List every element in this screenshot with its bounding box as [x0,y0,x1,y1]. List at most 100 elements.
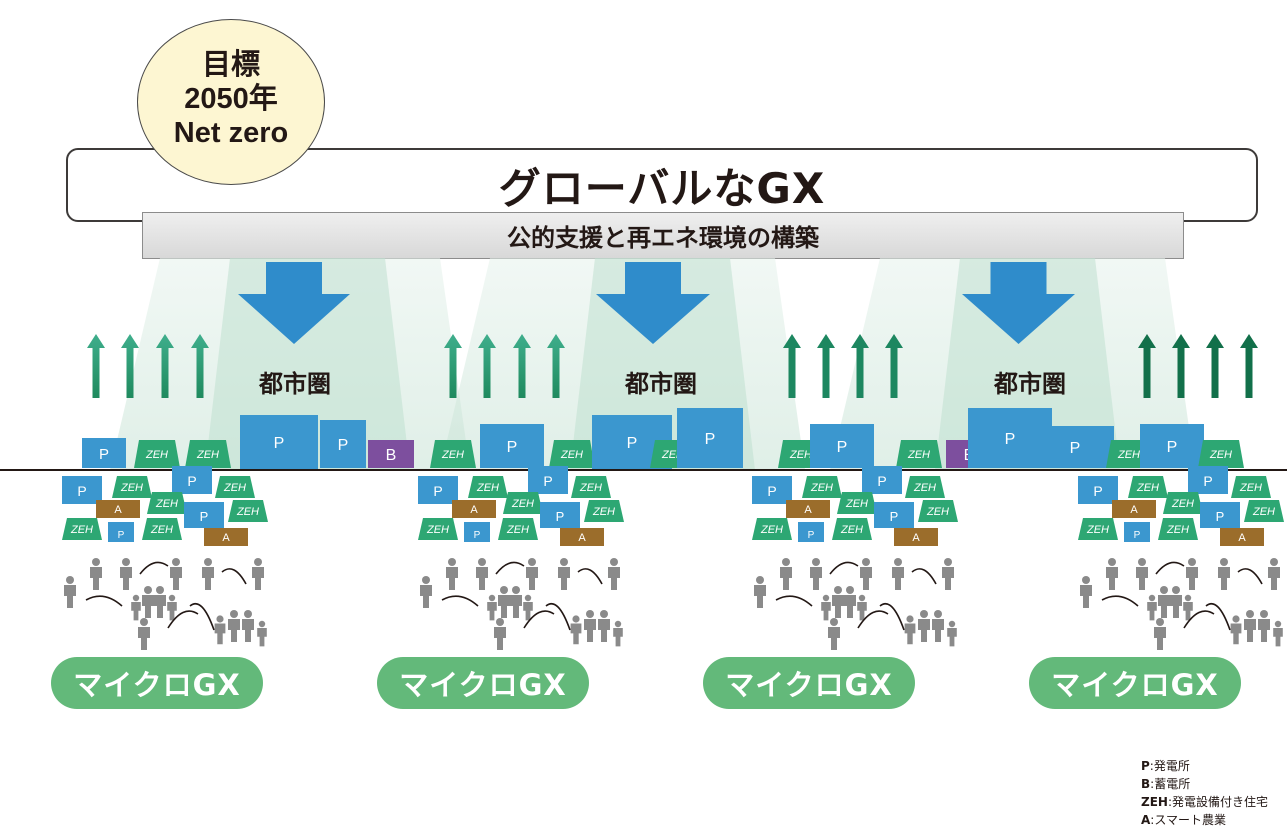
storage-icon-label: B [386,447,397,464]
power-plant-icon [82,438,126,468]
zeh-house-icon-label: ZEH [760,524,783,536]
zeh-house-icon-label: ZEH [907,449,930,461]
storage-icon [368,440,414,468]
person-icon [1147,594,1157,621]
up-arrow [87,334,105,398]
exchange-arrow [911,568,937,585]
exchange-arrow [829,561,859,575]
smart-agriculture-icon [452,500,496,518]
zeh-house-icon [1128,476,1168,498]
zeh-house-icon [215,476,255,498]
exchange-arrow [775,595,813,607]
power-plant-icon-label: P [705,431,716,448]
up-arrow [547,334,565,398]
exchange-arrow [1155,561,1185,575]
smart-agriculture-icon [96,500,140,518]
legend-item-zeh: ZEH:発電設備付き住宅 [1141,795,1269,809]
zeh-house-icon [185,440,231,468]
zeh-house-icon-label: ZEH [511,498,534,510]
exchange-arrow [545,602,571,631]
up-arrow [444,334,462,398]
person-icon [1080,576,1092,608]
zeh-house-icon-label: ZEH [236,506,259,518]
power-plant-icon-label: P [877,473,886,489]
power-plant-icon [1124,522,1150,542]
power-plant-icon-label: P [274,435,285,452]
person-icon [1136,558,1148,590]
power-plant-icon [480,424,544,468]
zeh-house-icon-label: ZEH [1117,449,1140,461]
zeh-house-icon-label: ZEH [196,449,219,461]
person-icon [828,618,840,650]
power-plant-icon-label: P [118,530,125,541]
smart-agriculture-icon [894,528,938,546]
exchange-arrow [441,595,479,607]
power-plant-icon-label: P [1134,530,1141,541]
zeh-house-icon [1163,492,1203,514]
person-icon [810,558,822,590]
zeh-house-icon [1198,440,1244,468]
person-icon [170,558,182,590]
up-arrow [1240,334,1258,398]
up-arrow [1138,334,1156,398]
exchange-arrow [167,610,199,629]
zeh-house-icon-label: ZEH [926,506,949,518]
zeh-house-icon [549,440,595,468]
city-area-label-3: 都市圏 [994,370,1066,398]
power-plant-icon-label: P [1070,440,1081,457]
person-icon [584,610,596,642]
person-icon [1218,558,1230,590]
person-icon [608,558,620,590]
person-icon [138,618,150,650]
zeh-house-icon [752,518,792,540]
power-plant-icon-label: P [187,473,196,489]
person-icon [892,558,904,590]
power-plant-icon [1200,502,1240,528]
zeh-house-icon-label: ZEH [223,482,246,494]
person-icon [498,586,510,618]
exchange-arrow [221,568,247,585]
power-plant-icon-label: P [767,483,776,499]
zeh-house-icon [430,440,476,468]
smart-agriculture-icon-label: A [804,504,812,516]
power-plant-icon-label: P [507,439,518,456]
zeh-house-icon-label: ZEH [476,482,499,494]
zeh-house-icon-label: ZEH [840,524,863,536]
zeh-house-icon [468,476,508,498]
person-icon [1158,586,1170,618]
power-plant-icon-label: P [1167,439,1178,456]
person-icon [420,576,432,608]
smart-agriculture-icon-label: A [114,504,122,516]
exchange-arrow [85,595,123,607]
zeh-house-icon-label: ZEH [579,482,602,494]
person-icon [202,558,214,590]
down-arrow [238,262,350,344]
zeh-house-icon [147,492,187,514]
person-icon [918,610,930,642]
power-plant-icon-label: P [1093,483,1102,499]
person-icon [1273,620,1283,647]
zeh-house-icon [1244,500,1284,522]
zeh-house-icon [418,518,458,540]
person-icon [154,586,166,618]
person-icon [64,576,76,608]
up-arrow [885,334,903,398]
power-plant-icon [677,408,743,468]
zeh-house-icon [1231,476,1271,498]
power-plant-icon [1036,426,1114,468]
person-icon [523,594,533,621]
smart-agriculture-icon-label: A [912,532,920,544]
person-icon [613,620,623,647]
micro-gx-badge-3: マイクロGX [703,657,915,709]
person-icon [142,586,154,618]
smart-agriculture-icon [1220,528,1264,546]
micro-gx-badge-4: マイクロGX [1029,657,1241,709]
power-plant-icon-label: P [1005,431,1016,448]
up-arrow [513,334,531,398]
exchange-arrow [857,610,889,629]
person-icon [214,615,226,645]
power-plant-icon [752,476,792,504]
up-arrow [156,334,174,398]
power-plant-icon [1078,476,1118,504]
